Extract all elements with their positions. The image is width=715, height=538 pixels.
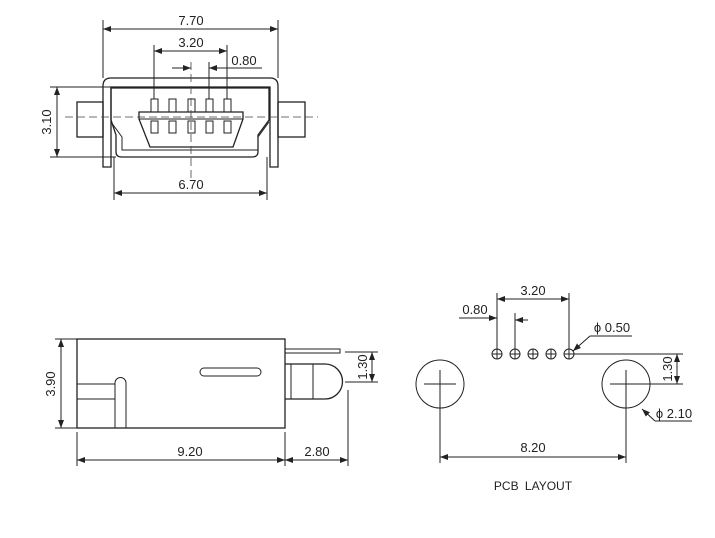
dim-3-10: 3.10 [39,109,54,134]
dim-3-90: 3.90 [43,371,58,396]
dim-7-70: 7.70 [178,13,203,28]
dim-3-20: 3.20 [178,35,203,50]
pads [491,348,575,360]
dim-3-20-pcb: 3.20 [520,283,545,298]
dim-1-30-pcb: 1.30 [660,356,675,381]
dim-6-70: 6.70 [178,177,203,192]
dim-1-30-side: 1.30 [355,354,370,379]
dim-boss-diameter: ϕ 2.10 [656,406,692,421]
side-view: 3.90 9.20 2.80 1.30 [43,338,378,466]
dim-0-80-pcb: 0.80 [462,302,487,317]
pcb-layout: 8.20 3.20 0.80 ϕ 0.50 1.30 ϕ 2.10 PCB LA… [415,283,692,493]
pcb-layout-title: PCB LAYOUT [494,479,573,493]
dim-9-20: 9.20 [177,444,202,459]
dim-pad-diameter: ϕ 0.50 [594,320,630,335]
dim-0-80: 0.80 [231,53,256,68]
front-view: 7.70 3.20 0.80 3.10 6.70 [39,13,318,200]
dim-8-20: 8.20 [520,440,545,455]
dim-2-80: 2.80 [304,444,329,459]
